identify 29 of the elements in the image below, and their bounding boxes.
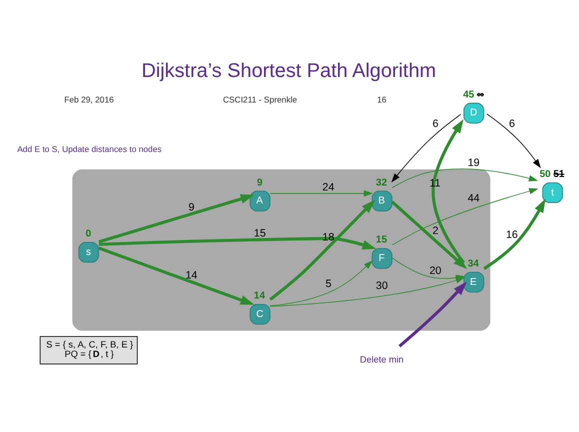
node-text: Delete min [360,354,404,365]
label: CSCI211 - Sprenkle [222,94,298,104]
edge-label: 6 [432,118,438,130]
node-label: 14 [254,290,265,302]
node-label: ∞ [476,89,484,100]
node-label: 9 [256,177,263,188]
edge-label: 44 [468,192,480,204]
node-label: 32 [376,177,387,188]
node-label: 50 [540,168,551,180]
edge-label: 20 [429,264,442,277]
edge-label: 16 [506,228,518,241]
label: Add E to S, Update distances to nodes [17,144,162,154]
node-label: 34 [468,258,479,270]
label: Feb 29, 2016 [64,94,114,104]
edge-label: 24 [322,182,334,194]
edge-label: 14 [185,269,198,282]
edge-label: 15 [254,227,266,240]
node-label: 0 [86,228,92,240]
label: 16 [377,94,386,104]
edge-label: 2 [432,225,438,238]
node-label: 15 [376,234,387,246]
diagram-title: Dijkstra’s Shortest Path Algorithm [142,60,436,82]
edge-label: 19 [468,157,480,170]
edge-label: 30 [376,280,388,292]
node-label: 51 [553,168,564,180]
edge-label: 9 [188,201,194,214]
edge-label: 6 [509,118,515,130]
node-label: 45 [463,89,474,100]
edge-label: 5 [325,278,332,290]
